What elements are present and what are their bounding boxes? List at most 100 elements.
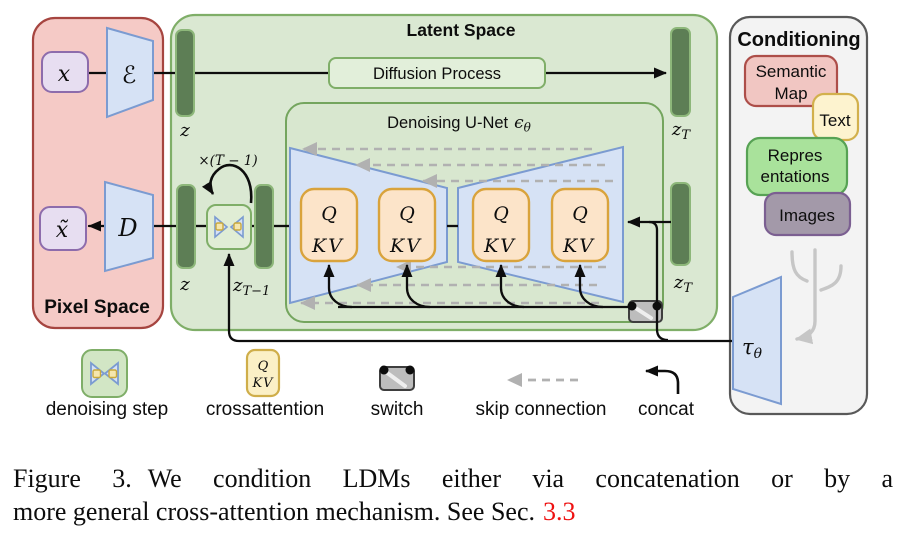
z-bar-mid — [176, 184, 196, 269]
legend-crossattention: Q KV crossattention — [206, 348, 324, 420]
qkv-block-3: Q KV — [471, 187, 531, 263]
kv-feed-arrow-4 — [574, 264, 604, 309]
bowtie-right-square — [233, 222, 242, 231]
merge-branch-left — [790, 250, 809, 283]
legend-qkv-icon — [245, 348, 281, 398]
figure-number: Figure 3. — [13, 464, 132, 493]
kv-feed-arrow-3 — [495, 264, 525, 309]
legend-bowtie-square-right — [108, 369, 118, 379]
denoising-step-box — [206, 204, 252, 250]
qkv-box — [471, 187, 531, 263]
qkv-block-4: Q KV — [550, 187, 610, 263]
conditioning-merge-lines — [790, 248, 843, 345]
qkv-block-1: Q KV — [299, 187, 359, 263]
qkv-kv-label: KV — [483, 235, 516, 257]
caption-text-1: We condition LDMs either via concatenati… — [147, 464, 893, 493]
input-x-box — [41, 51, 89, 93]
legend-crossattention-label: crossattention — [206, 399, 324, 420]
switch-dot-left — [627, 301, 637, 311]
qkv-box — [377, 187, 437, 263]
legend-denoising-label: denoising step — [46, 399, 169, 420]
zT-label-top: zT — [671, 119, 691, 143]
conditioning-content: Semantic Map Text Repres entations Image… — [732, 54, 860, 406]
qkv-box — [550, 187, 610, 263]
bowtie-left-square — [215, 222, 224, 231]
merge-branch-right — [819, 264, 843, 292]
pixel-space-content: x ℰ D x̃ — [39, 26, 179, 273]
legend: denoising step Q KV crossattention switc… — [46, 348, 695, 420]
qkv-kv-label: KV — [562, 235, 595, 257]
kv-feed-arrow-2 — [401, 264, 431, 309]
latent-space-content: Diffusion Process z zT zT Denoising U-Ne… — [175, 27, 693, 342]
z-label-top: z — [179, 120, 190, 141]
concat-switch-wiring — [627, 216, 671, 342]
section-reference-link[interactable]: 3.3 — [542, 497, 576, 526]
representations-label-2: entations — [761, 167, 830, 186]
output-xtilde-box — [39, 206, 87, 251]
decoder-label: D — [117, 214, 137, 242]
representations-label-1: Repres — [768, 146, 823, 165]
legend-switch-dot-left — [379, 365, 389, 375]
encoder-trapezoid — [106, 26, 154, 119]
encoder-label: ℰ — [122, 61, 137, 89]
legend-skip-label: skip connection — [476, 399, 607, 420]
zT1-label: zT−1 — [232, 275, 270, 299]
zT-bar-bottom — [670, 182, 691, 266]
images-box — [763, 191, 852, 237]
tau-encoder-trapezoid — [732, 275, 782, 406]
caption-line-1: Figure 3. We condition LDMs either via co… — [13, 462, 893, 495]
semantic-map-label-2: Map — [774, 84, 807, 103]
diffusion-process-box — [328, 57, 546, 89]
input-x-label: x — [58, 62, 71, 87]
loop-count-label: ×(T − 1) — [198, 153, 257, 169]
kv-feed-arrow-1 — [323, 264, 353, 309]
legend-denoising-step: denoising step — [46, 349, 169, 420]
legend-qkv-kv: KV — [251, 376, 274, 391]
z-label-mid: z — [179, 274, 190, 295]
loop-arrow — [201, 163, 253, 204]
denoising-step-icon — [206, 204, 252, 250]
denoising-loop: z zT−1 ×(T − 1) — [176, 153, 289, 299]
pixel-space-title: Pixel Space — [44, 297, 150, 318]
output-xtilde-label: x̃ — [56, 218, 69, 243]
legend-concat: concat — [638, 365, 695, 420]
legend-switch-lever — [384, 370, 407, 388]
conditioning-feed-line — [223, 253, 733, 343]
z-bar-top — [175, 29, 195, 117]
qkv-kv-label: KV — [311, 235, 344, 257]
semantic-map-label-1: Semantic — [756, 62, 827, 81]
zT-label-bottom: zT — [673, 272, 693, 296]
qkv-box — [299, 187, 359, 263]
tau-label: τθ — [742, 335, 763, 362]
qkv-q-label: Q — [321, 203, 337, 225]
legend-switch: switch — [371, 365, 424, 420]
caption-text-2: more general cross-attention mechanism. … — [13, 497, 535, 526]
decoder-trapezoid — [104, 180, 154, 273]
qkv-kv-label: KV — [389, 235, 422, 257]
legend-concat-arrow — [645, 365, 680, 394]
qkv-block-2: Q KV — [377, 187, 437, 263]
qkv-q-label: Q — [399, 203, 415, 225]
legend-bowtie-square-left — [92, 369, 102, 379]
legend-switch-dot-right — [405, 365, 415, 375]
unet-decoder-trapezoid — [457, 145, 624, 304]
qkv-q-label: Q — [493, 203, 509, 225]
legend-skip-connection: skip connection — [476, 373, 607, 420]
diffusion-process-label: Diffusion Process — [373, 65, 501, 83]
conditioning-title: Conditioning — [737, 29, 860, 51]
caption-line-2: more general cross-attention mechanism. … — [13, 495, 893, 528]
ldm-diagram: Pixel Space Latent Space Conditioning x … — [31, 13, 869, 420]
switch-stem-line — [648, 220, 669, 342]
images-label: Images — [779, 206, 835, 225]
merge-stem-arrow — [795, 248, 817, 345]
zT-bar-top — [670, 27, 691, 117]
legend-switch-label: switch — [371, 399, 424, 420]
legend-qkv-q: Q — [258, 359, 269, 374]
zT1-bar — [254, 184, 274, 269]
latent-space-title: Latent Space — [407, 20, 516, 40]
kv-feed-lines — [323, 264, 632, 309]
legend-concat-label: concat — [638, 399, 695, 420]
